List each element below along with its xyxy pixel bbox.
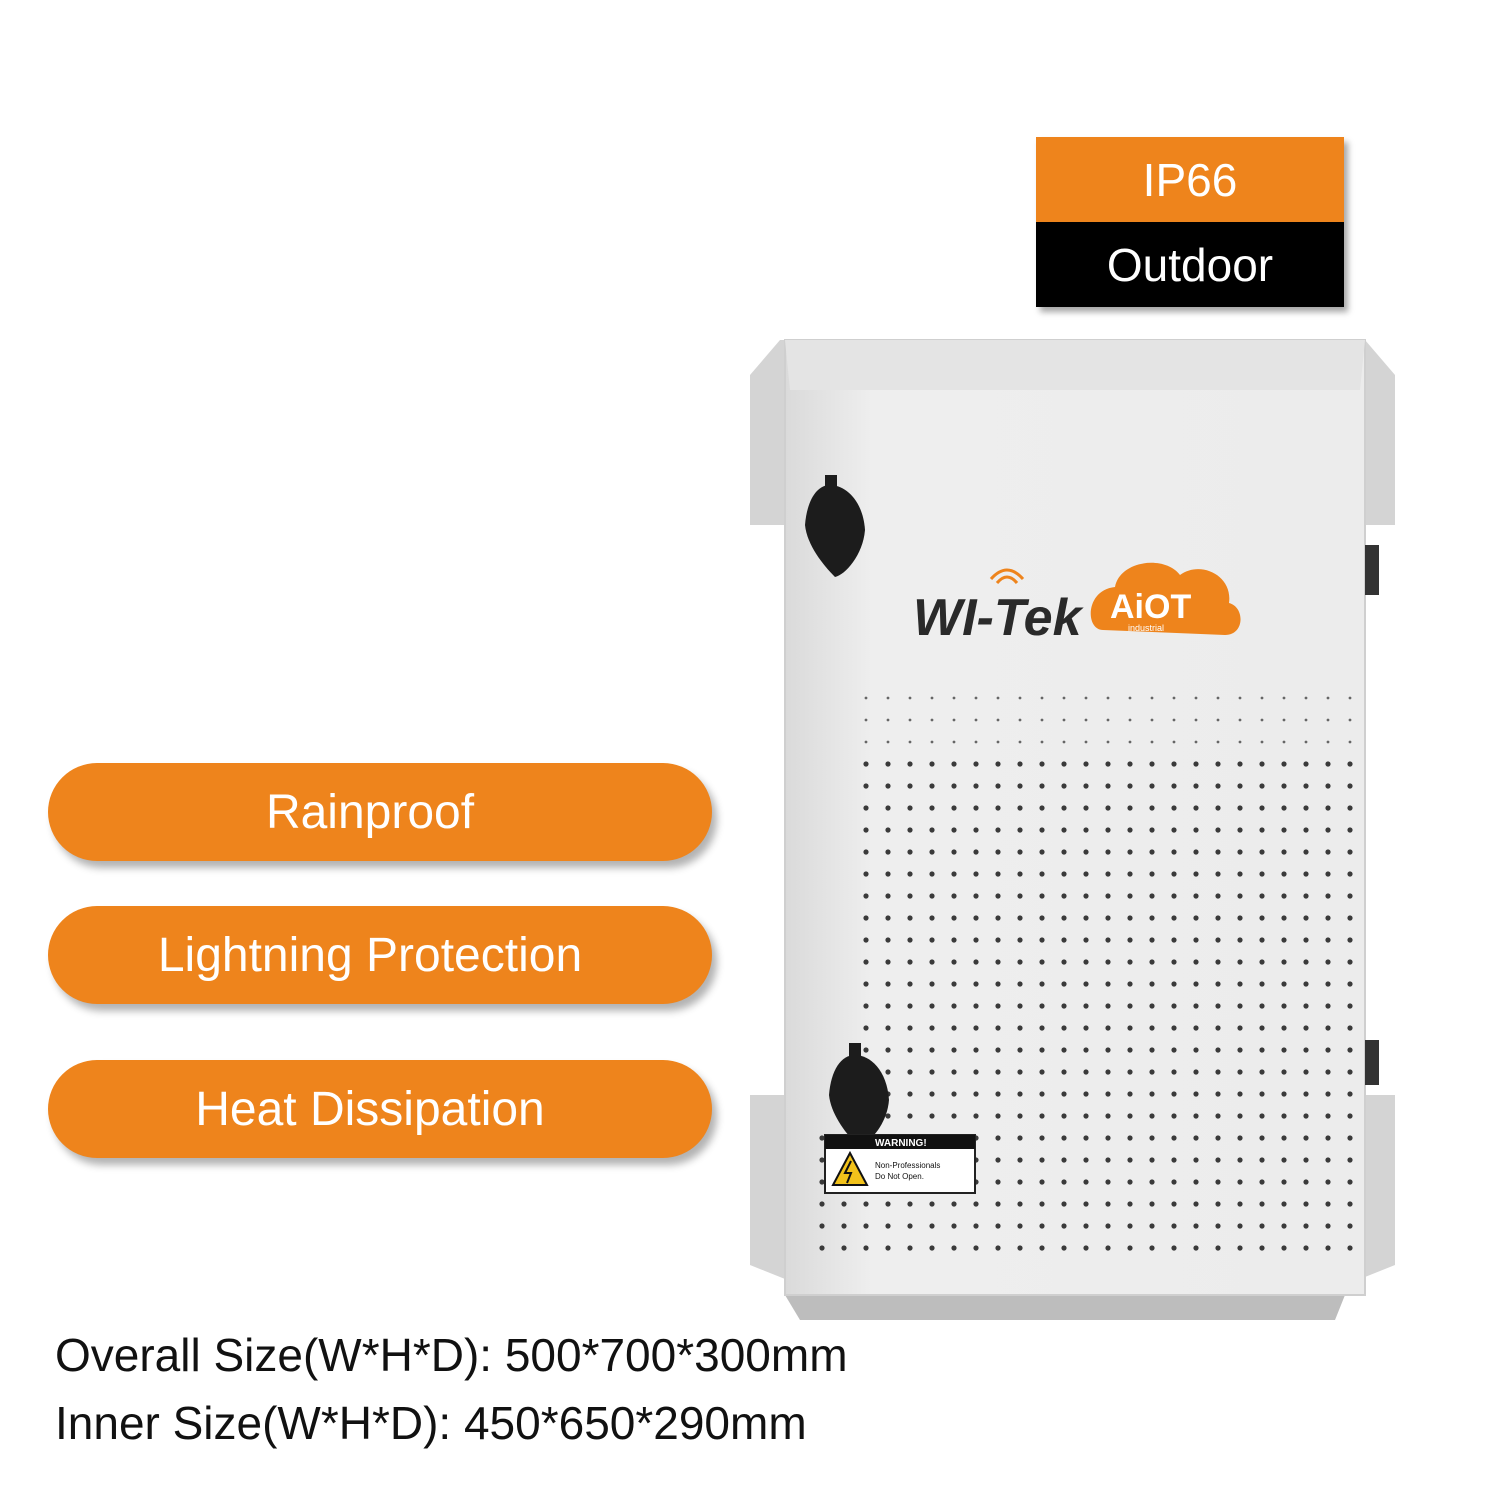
lower-hinge [1365,1040,1379,1085]
upper-lock [805,475,865,577]
overall-size-spec: Overall Size(W*H*D): 500*700*300mm [55,1329,848,1381]
cabinet-image: WI-Tek AiOT industrial WARNING! Non-Prof… [750,339,1395,1320]
electric-hazard-icon [831,1150,869,1186]
svg-text:industrial: industrial [1128,623,1164,633]
feature-label: Lightning Protection [157,928,583,982]
svg-text:WARNING!: WARNING! [875,1138,927,1149]
aiot-cloud-icon [1090,562,1241,635]
feature-pill-heat-dissipation: Heat Dissipation [48,1060,712,1158]
warning-label: WARNING! Non-Professionals Do Not Open. [824,1134,976,1194]
feature-pill-rainproof: Rainproof [48,763,712,861]
feature-label: Rainproof [265,785,475,839]
svg-text:Non-Professionals: Non-Professionals [875,1161,940,1170]
ip-rating-label: IP66 [1036,137,1344,222]
svg-text:Do Not Open.: Do Not Open. [875,1172,924,1181]
inner-size-spec: Inner Size(W*H*D): 450*650*290mm [55,1397,807,1449]
vent-holes [855,745,1355,1125]
brand-logo: WI-Tek AiOT industrial [913,562,1241,647]
cabinet-base [785,1295,1345,1320]
svg-text:AiOT: AiOT [1110,588,1191,626]
feature-pill-lightning-protection: Lightning Protection [48,906,712,1004]
upper-hinge [1365,545,1379,595]
vent-holes-sparse [855,695,1355,745]
feature-label: Heat Dissipation [195,1082,545,1136]
ip-rating-badge: IP66 Outdoor [1036,137,1344,307]
svg-text:WI-Tek: WI-Tek [913,589,1085,647]
lower-lock [829,1043,889,1147]
environment-label: Outdoor [1036,222,1344,307]
